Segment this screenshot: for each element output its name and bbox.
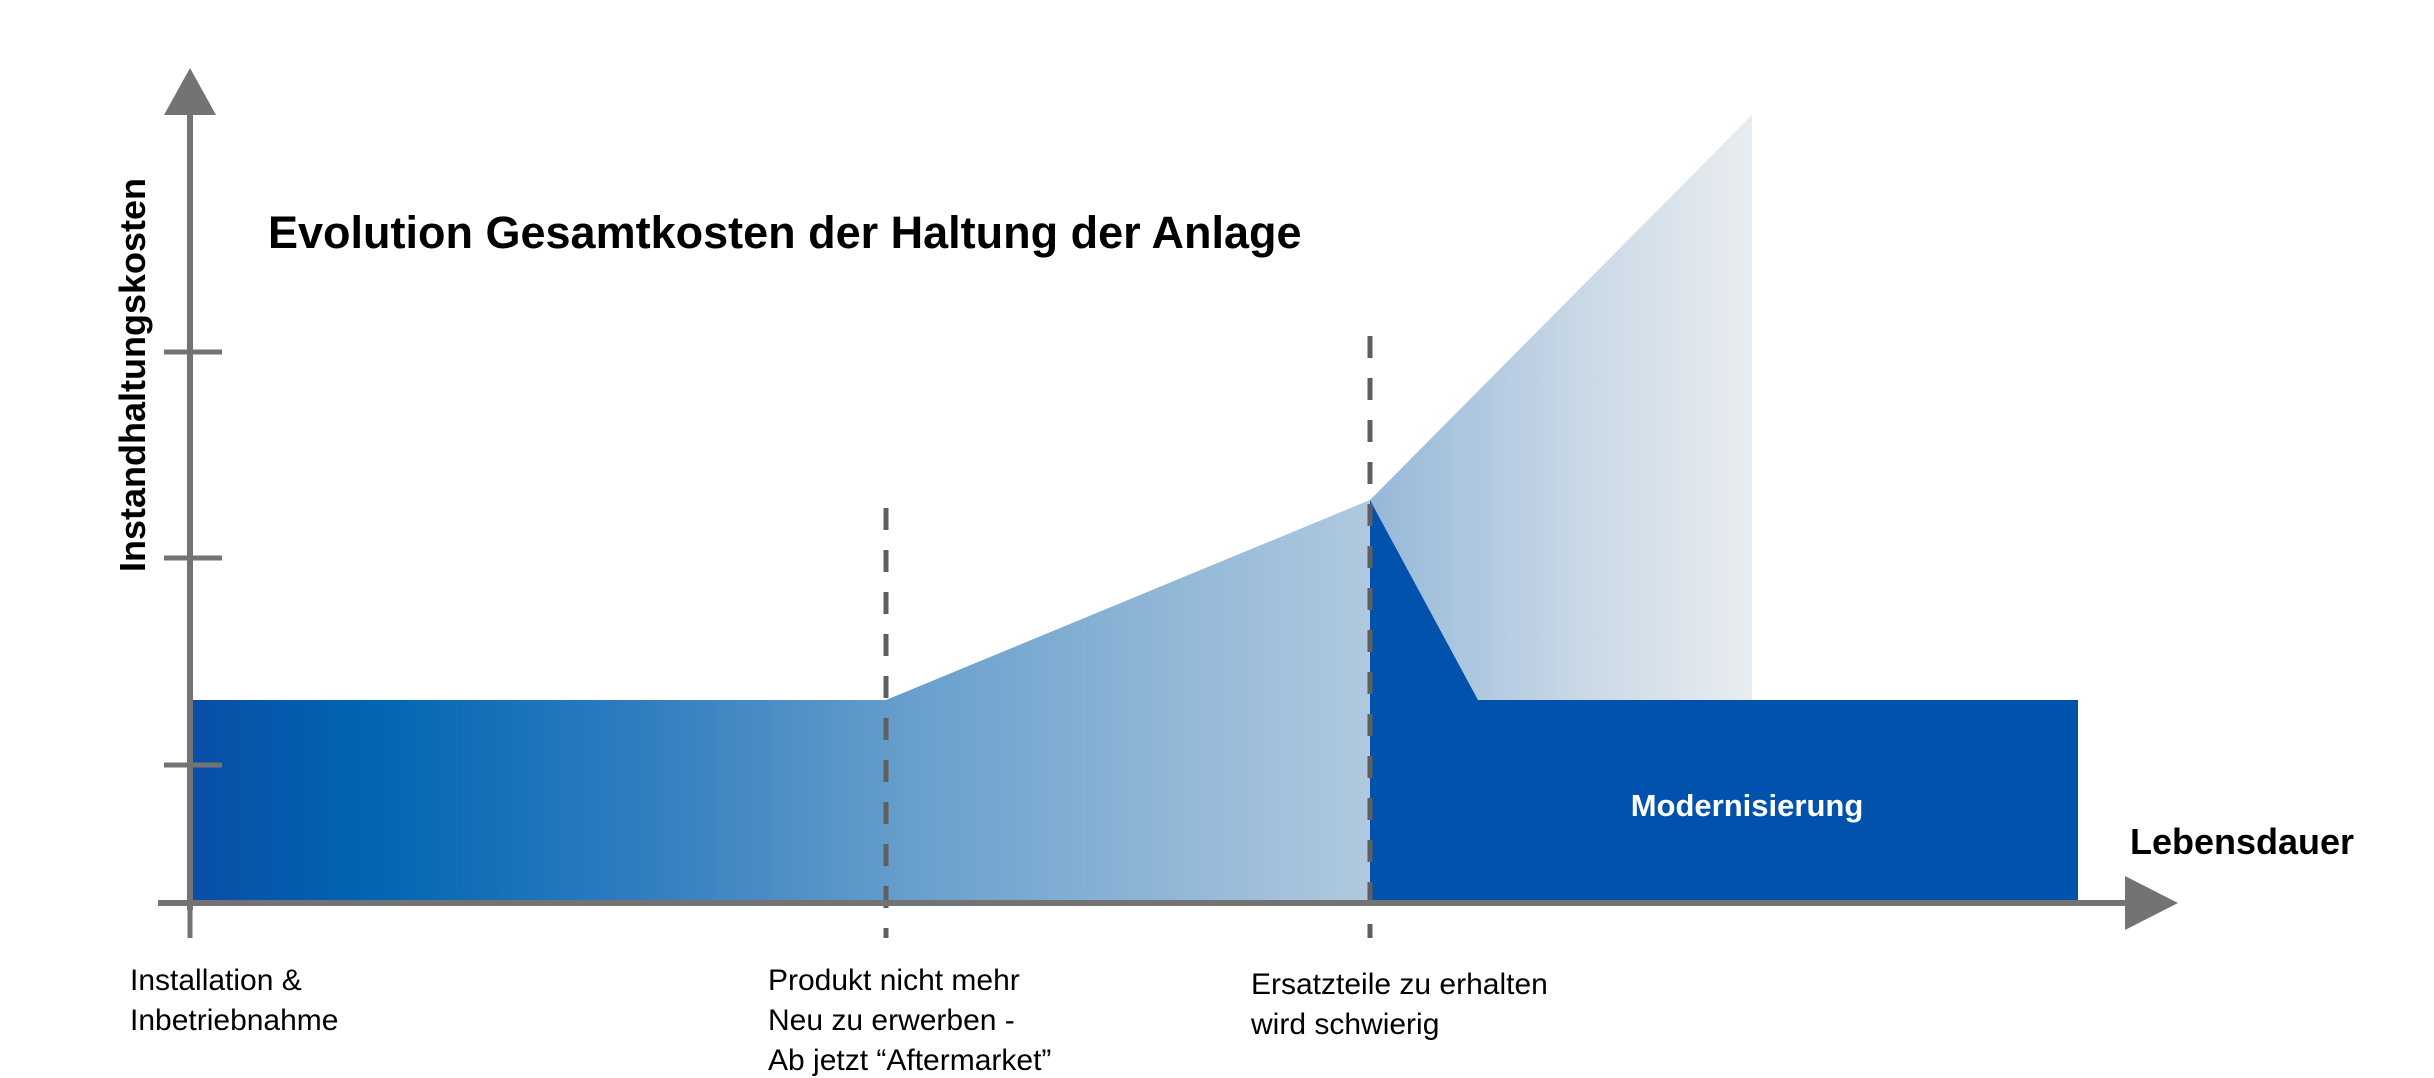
milestone-line: Ersatzteile zu erhalten <box>1251 968 1548 1001</box>
milestone-line: Installation & <box>130 964 302 997</box>
milestone-label-spare-parts: Ersatzteile zu erhalten wird schwierig <box>1250 968 1556 1041</box>
x-axis-label: Lebensdauer <box>2130 821 2354 862</box>
milestone-line: Neu zu erwerben - <box>768 1004 1015 1037</box>
milestone-line: Inbetriebnahme <box>130 1004 338 1037</box>
y-axis-label: Instandhaltungskosten <box>112 178 153 572</box>
maintenance-cost-area <box>190 500 1370 903</box>
y-axis-arrow <box>164 68 216 115</box>
milestone-label-installation: Installation & Inbetriebnahme <box>130 964 338 1037</box>
milestone-label-aftermarket: Produkt nicht mehr Neu zu erwerben - Ab … <box>768 964 1051 1077</box>
x-axis-arrow <box>2125 876 2178 930</box>
modernisierung-label: Modernisierung <box>1631 788 1864 823</box>
milestone-line: wird schwierig <box>1250 1008 1439 1041</box>
modernisierung-area <box>1370 500 2078 903</box>
milestone-line: Produkt nicht mehr <box>768 964 1020 997</box>
diagram-title: Evolution Gesamtkosten der Haltung der A… <box>268 207 1302 258</box>
projected-cost-area <box>1370 115 1752 700</box>
milestone-line: Ab jetzt “Aftermarket” <box>768 1044 1051 1077</box>
